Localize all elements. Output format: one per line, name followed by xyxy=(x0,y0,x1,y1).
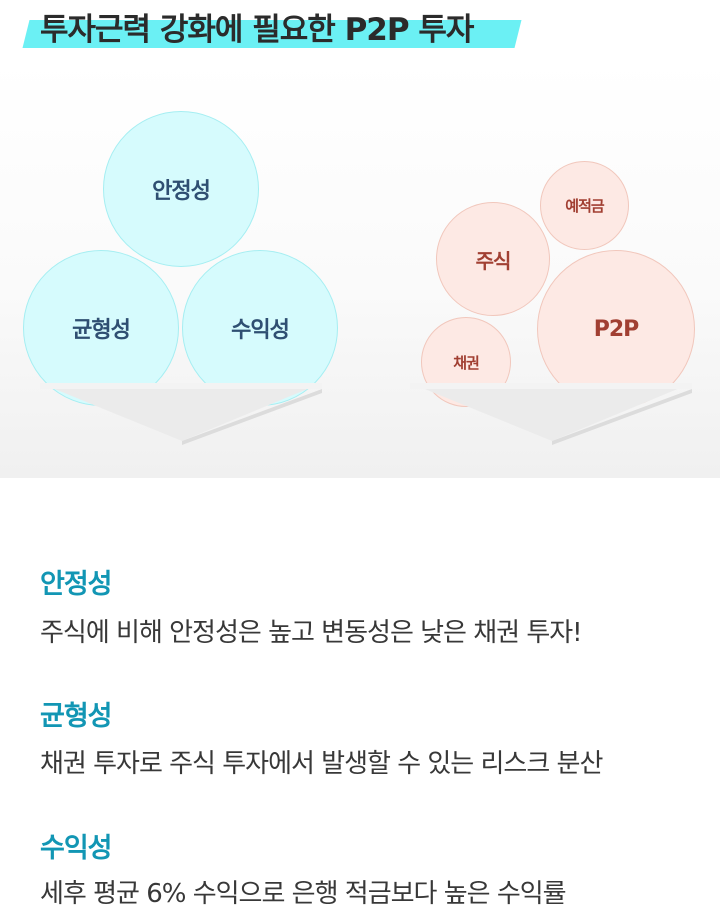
title-banner: 투자근력 강화에 필요한 P2P 투자 xyxy=(0,0,720,60)
section-text-profitability: 세후 평균 6% 수익으로 은행 적금보다 높은 수익률 xyxy=(40,879,567,909)
circle-label: P2P xyxy=(593,316,640,342)
section-heading-profitability: 수익성 xyxy=(40,833,113,864)
circle-label: 예적금 xyxy=(565,197,604,215)
illustration-area: 안정성 균형성 수익성 예적금 주식 P2P 채권 xyxy=(0,60,720,478)
circle-stocks: 주식 xyxy=(436,202,550,316)
circle-stability: 안정성 xyxy=(103,111,259,267)
section-heading-balance: 균형성 xyxy=(40,701,113,732)
page-title: 투자근력 강화에 필요한 P2P 투자 xyxy=(40,12,474,48)
circle-label: 수익성 xyxy=(231,318,290,343)
circle-p2p: P2P xyxy=(537,250,695,408)
section-heading-stability: 안정성 xyxy=(40,569,113,600)
left-tray xyxy=(40,383,322,445)
circle-label: 안정성 xyxy=(152,179,211,204)
circle-label: 채권 xyxy=(453,353,480,372)
circle-savings: 예적금 xyxy=(540,161,629,250)
circle-label: 균형성 xyxy=(72,318,131,343)
circle-balance: 균형성 xyxy=(23,250,179,406)
right-tray xyxy=(410,383,692,445)
circle-label: 주식 xyxy=(475,248,512,273)
section-text-balance: 채권 투자로 주식 투자에서 발생할 수 있는 리스크 분산 xyxy=(40,749,603,779)
section-text-stability: 주식에 비해 안정성은 높고 변동성은 낮은 채권 투자! xyxy=(40,618,583,648)
